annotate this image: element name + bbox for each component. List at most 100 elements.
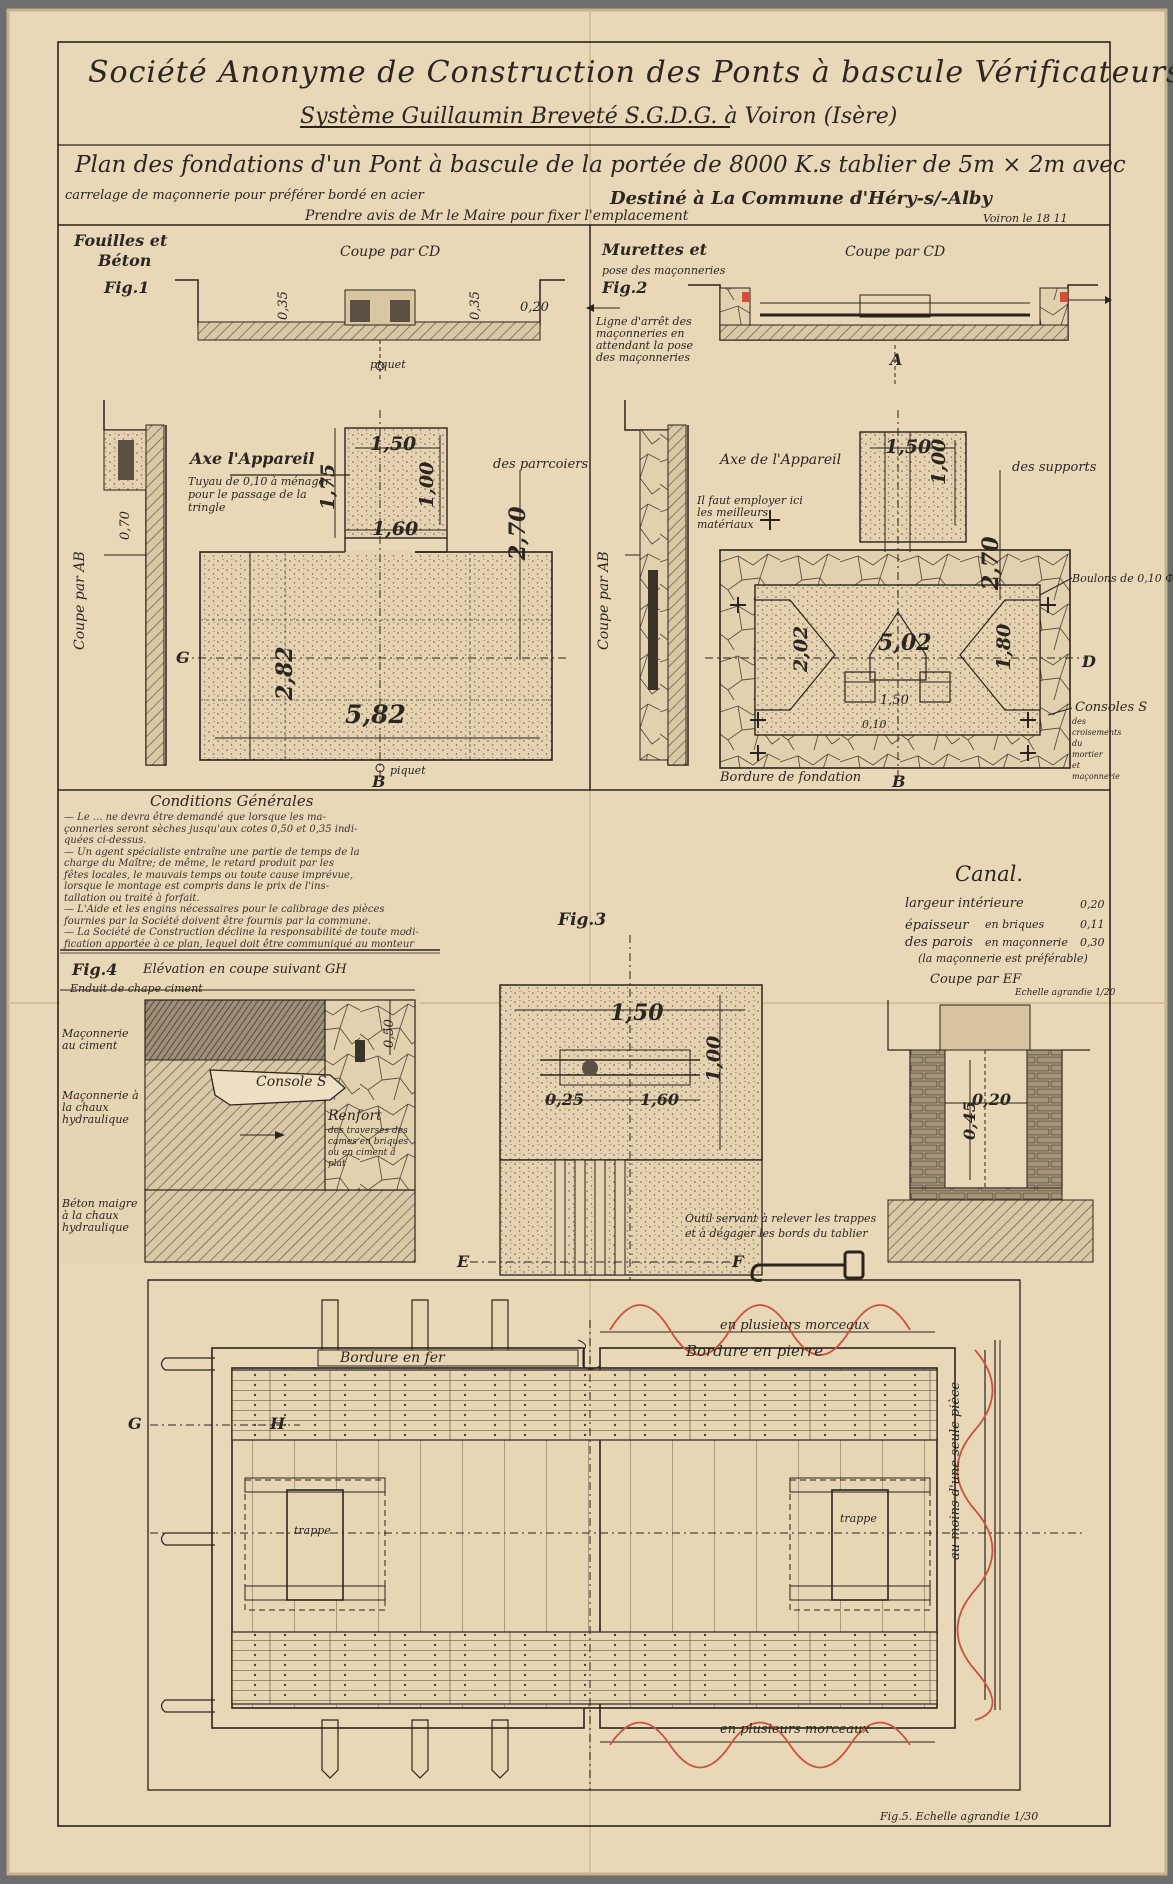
fig4-renfort: Renfort bbox=[328, 1108, 382, 1124]
destine-commune: Destiné à La Commune d'Héry-s/-Alby bbox=[610, 188, 992, 209]
red-wavy-top bbox=[609, 1304, 911, 1356]
red-wavy-bottom bbox=[609, 1721, 911, 1769]
plan-title: Plan des fondations d'un Pont à bascule … bbox=[75, 152, 1126, 178]
fig2-consoles: Consoles S bbox=[1075, 700, 1148, 715]
canal-title: Canal. bbox=[955, 862, 1024, 886]
fig3-label-e: E bbox=[457, 1252, 470, 1271]
au-moins: au moins d'une seule pièce bbox=[948, 1381, 963, 1560]
canal-largeur-v: 0,20 bbox=[1080, 898, 1105, 911]
fig1-d035: 0,35 bbox=[276, 291, 291, 320]
fig1-fig-label: Fig.1 bbox=[104, 278, 150, 297]
fig1-title-1: Fouilles et bbox=[74, 231, 168, 250]
canal-pref: (la maçonnerie est préférable) bbox=[918, 952, 1088, 965]
fig3-outil2: et à dégager les bords du tablier bbox=[685, 1227, 868, 1240]
canal-en-maconnerie-v: 0,30 bbox=[1080, 936, 1105, 949]
conditions-line: charge du Maître; de même, le retard pro… bbox=[64, 858, 334, 869]
plan-subtitle: carrelage de maçonnerie pour préférer bo… bbox=[65, 188, 424, 203]
fig4-elevation bbox=[60, 989, 420, 1264]
fig2-fig-label: Fig.2 bbox=[602, 278, 648, 297]
fig1-axe: Axe l'Appareil bbox=[190, 449, 315, 468]
fig1-d582: 5,82 bbox=[345, 700, 406, 729]
fig2-plan bbox=[586, 304, 1085, 780]
fig3-label-f: F bbox=[732, 1252, 744, 1271]
fig1-d175: 1,75 bbox=[317, 463, 339, 510]
fig2-boulons: Boulons de 0,10 Ф bbox=[1072, 572, 1173, 585]
bordure-fer: Bordure en fer bbox=[340, 1350, 445, 1366]
conditions-line: fication apportée à ce plan, lequel doit… bbox=[64, 938, 415, 950]
header-company: Société Anonyme de Construction des Pont… bbox=[88, 55, 1173, 90]
fig3-d160: 1,60 bbox=[640, 1090, 679, 1109]
fig4-title-desc: Elévation en coupe suivant GH bbox=[143, 962, 347, 977]
conditions-line: fournies par la Société doivent être fou… bbox=[64, 915, 371, 927]
fig4-mac-chaux: Maçonnerie à la chaux hydraulique bbox=[62, 1089, 139, 1126]
conditions-line: tallation ou traité à forfait. bbox=[64, 892, 200, 904]
bordure-pierre: Bordure en pierre bbox=[686, 1342, 824, 1360]
fig2-coupe-ab-label: Coupe par AB bbox=[596, 551, 612, 650]
fig2-ligne-note: Ligne d'arrêt des maçonneries en attenda… bbox=[596, 315, 693, 364]
plusieurs-top: en plusieurs morceaux bbox=[720, 1318, 870, 1333]
fig4-beton: Béton maigre à la chaux hydraulique bbox=[62, 1197, 138, 1234]
fig4-title: Fig.4 bbox=[72, 960, 118, 979]
fig2-bordure: Bordure de fondation bbox=[720, 770, 862, 785]
fig1-d282: 2,82 bbox=[272, 646, 298, 700]
fig4-renfort-note: des traverses des cames en briques ou en… bbox=[328, 1126, 409, 1169]
conditions-line: — Le ... ne devra être demandé que lorsq… bbox=[64, 812, 326, 823]
fig1-d070: 0,70 bbox=[118, 511, 133, 540]
canal-en-briques-v: 0,11 bbox=[1080, 918, 1105, 931]
fig2-d180: 1,80 bbox=[993, 623, 1015, 670]
fig4-console: Console S bbox=[256, 1074, 327, 1090]
fig3-d100: 1,00 bbox=[703, 1035, 725, 1082]
conditions-line: — La Société de Construction décline la … bbox=[64, 927, 419, 938]
canal-des-parois: des parois bbox=[905, 935, 973, 950]
red-wavy-right bbox=[956, 1349, 994, 1721]
fig3-d025: 0,25 bbox=[545, 1090, 584, 1109]
fig2-coupe-cd-label: Coupe par CD bbox=[845, 244, 946, 260]
canal-epaisseur: épaisseur bbox=[905, 918, 969, 933]
fig1-axe-note: Tuyau de 0,10 à ménager pour le passage … bbox=[188, 475, 331, 514]
fig1-d100: 1,00 bbox=[416, 461, 438, 508]
conditions-line: lorsque le montage est compris dans le p… bbox=[64, 881, 330, 892]
drawing-frame bbox=[57, 41, 1111, 1827]
conditions-list: — Le ... ne devra être demandé que lorsq… bbox=[64, 812, 444, 950]
fig3-outil: Outil servant à relever les trappes bbox=[685, 1212, 877, 1225]
bottom-plan bbox=[147, 1279, 1085, 1791]
fig1-d020: 0,20 bbox=[520, 300, 549, 315]
conditions-title: Conditions Générales bbox=[150, 792, 314, 810]
fig2-d202: 2,02 bbox=[790, 625, 812, 672]
canal-en-briques: en briques bbox=[985, 918, 1045, 931]
label-h: H bbox=[270, 1414, 286, 1433]
fig1-plan bbox=[180, 410, 570, 780]
fig2-supports: des supports bbox=[1012, 460, 1097, 475]
bottom-echelle: Fig.5. Echelle agrandie 1/30 bbox=[880, 1810, 1039, 1823]
canal-d020: 0,20 bbox=[972, 1090, 1011, 1109]
fig2-d502: 5,02 bbox=[878, 630, 932, 656]
plusieurs-bottom: en plusieurs morceaux bbox=[720, 1722, 870, 1737]
canal-en-maconnerie: en maçonnerie bbox=[985, 936, 1068, 949]
prendre-avis: Prendre avis de Mr le Maire pour fixer l… bbox=[305, 208, 689, 224]
conditions-line: quées ci-dessus. bbox=[64, 835, 147, 846]
fig1-d035b: 0,35 bbox=[468, 291, 483, 320]
conditions-line: fêtes locales, le mauvais temps ou toute… bbox=[64, 869, 354, 881]
conditions-line: çonneries seront sèches jusqu'aux cotes … bbox=[64, 823, 358, 835]
fig2-label-b: B bbox=[892, 772, 906, 791]
fig3-title: Fig.3 bbox=[558, 910, 607, 930]
fig1-d270: 2,70 bbox=[505, 506, 531, 560]
fig2-label-d: D bbox=[1082, 652, 1096, 671]
fig3-d150: 1,50 bbox=[610, 1000, 664, 1026]
fig4-enduit: Enduit de chape ciment bbox=[70, 982, 203, 995]
fig2-title-2: pose des maçonneries bbox=[602, 264, 726, 277]
conditions-line: — L'Aide et les engins nécessaires pour … bbox=[64, 904, 385, 915]
fig1-title-2: Béton bbox=[98, 251, 152, 270]
trappe-left: trappe bbox=[294, 1524, 331, 1537]
conditions-line: — Un agent spécialiste entraîne une part… bbox=[64, 846, 360, 858]
fig1-piquet-top: piquet bbox=[370, 358, 406, 371]
fig4-d050: 0,50 bbox=[382, 1019, 397, 1048]
canal-largeur: largeur intérieure bbox=[905, 896, 1024, 911]
fig1-piquet-bottom: piquet bbox=[390, 764, 426, 777]
fig2-d270: 2,70 bbox=[978, 536, 1004, 590]
fig3-trappe bbox=[470, 935, 865, 1282]
fig1-d150: 1,50 bbox=[370, 433, 417, 455]
fig1-d160: 1,60 bbox=[372, 518, 419, 540]
fig2-label-a: A bbox=[890, 350, 903, 369]
